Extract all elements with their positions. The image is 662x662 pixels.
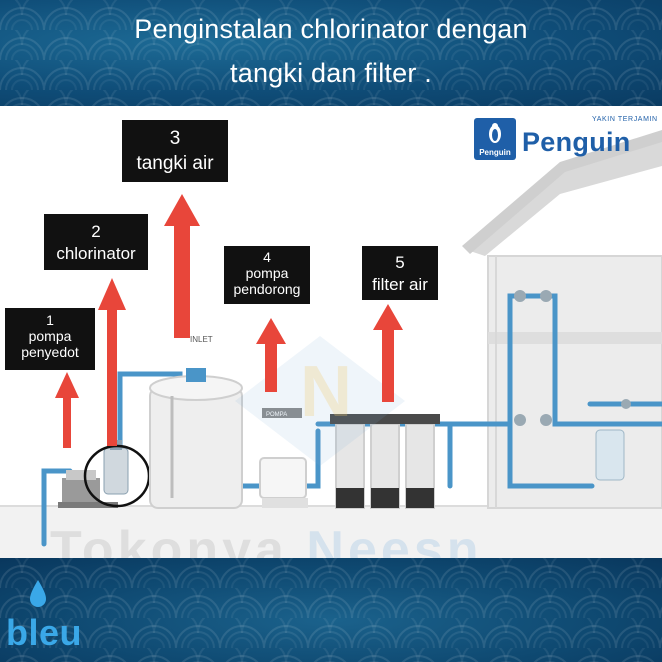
label-1-number: 1 xyxy=(46,312,54,328)
penguin-brand-name: Penguin xyxy=(522,126,631,157)
label-1-suction-pump: 1 pompa penyedot xyxy=(5,308,95,370)
wave-pattern-bottom xyxy=(0,558,662,662)
label-5-line-1: filter air xyxy=(372,275,428,295)
diagram-drawing: INLET POMPA N xyxy=(0,130,662,558)
label-2-chlorinator: 2 chlorinator xyxy=(44,214,148,270)
label-4-booster-pump: 4 pompa pendorong xyxy=(224,246,310,304)
inlet-mark: INLET xyxy=(190,335,213,344)
water-tank: INLET xyxy=(149,335,243,509)
watermark-n: N xyxy=(300,352,352,432)
penguin-tagline: YAKIN TERJAMIN xyxy=(592,116,658,123)
watermark-shape xyxy=(235,336,405,466)
label-2-line-1: chlorinator xyxy=(56,244,136,264)
title-line-2: tangki dan filter . xyxy=(230,58,432,88)
bleu-logo-text: bleu xyxy=(6,612,83,653)
label-2-number: 2 xyxy=(91,222,101,241)
watermark-part-2: Neesn xyxy=(306,521,483,558)
arrow-5 xyxy=(373,304,403,402)
arrow-1 xyxy=(55,372,79,448)
watermark-part-1: Tokonya xyxy=(50,521,288,558)
label-5-water-filter: 5 filter air xyxy=(362,246,438,300)
indicator-arrows xyxy=(55,194,403,448)
valves xyxy=(514,290,631,426)
arrow-2 xyxy=(98,278,126,446)
label-1-line-1: pompa xyxy=(28,328,72,345)
header-band xyxy=(0,0,662,106)
watermark-text: Tokonya Neesn xyxy=(50,520,483,558)
label-4-line-1: pompa xyxy=(245,265,289,282)
house xyxy=(462,130,662,509)
water-drop-icon xyxy=(30,580,46,607)
label-3-number: 3 xyxy=(169,128,181,149)
arrow-3 xyxy=(164,194,200,338)
footer-band xyxy=(0,558,662,662)
label-4-line-2: pendorong xyxy=(233,281,301,298)
suction-pump xyxy=(58,470,118,508)
label-4-number: 4 xyxy=(263,249,271,265)
label-5-number: 5 xyxy=(395,253,405,272)
wave-pattern xyxy=(0,0,662,106)
label-1-line-2: penyedot xyxy=(21,344,79,361)
penguin-logo-icon: Penguin xyxy=(474,118,516,160)
arrow-4 xyxy=(256,318,286,392)
water-filters xyxy=(330,414,625,509)
penguin-brand: Penguin Penguin YAKIN TERJAMIN xyxy=(474,116,657,160)
label-3-water-tank: 3 tangki air xyxy=(122,120,228,182)
label-3-line-1: tangki air xyxy=(136,152,214,174)
installation-diagram: INLET POMPA N xyxy=(0,106,662,558)
pompa-mark: POMPA xyxy=(266,412,287,418)
title-line-1: Penginstalan chlorinator dengan xyxy=(134,14,528,44)
booster-pump: POMPA xyxy=(259,408,308,508)
penguin-box-text: Penguin xyxy=(479,148,511,157)
